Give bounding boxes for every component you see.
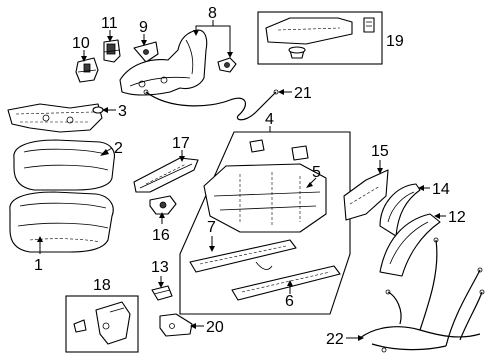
callout-10: 10 (72, 35, 90, 52)
part-3-wire-frame (7, 103, 104, 133)
part-8-frame-cover (119, 29, 237, 96)
part-1-cushion-cover (9, 191, 114, 253)
callout-7: 7 (207, 219, 216, 236)
part-17-side-cover (133, 157, 199, 193)
part-15-shield (343, 169, 389, 221)
part-12-shield (379, 213, 441, 277)
callout-labels: 1 2 3 4 5 6 7 8 9 10 11 12 13 14 15 16 1… (34, 5, 466, 348)
callout-18: 18 (93, 277, 111, 294)
callout-14: 14 (432, 181, 450, 198)
callout-17: 17 (172, 135, 190, 152)
callout-19: 19 (386, 33, 404, 50)
callout-4: 4 (265, 111, 274, 128)
callout-5: 5 (312, 164, 321, 181)
callout-1: 1 (34, 257, 43, 274)
part-13-clip (151, 285, 173, 301)
part-10-bracket (75, 57, 99, 83)
part-22-wire-harness (359, 237, 485, 353)
callout-8: 8 (208, 5, 217, 22)
callout-22: 22 (326, 331, 344, 348)
part-21-cable (143, 89, 279, 121)
part-14-side-shield (379, 183, 421, 237)
part-4-adjuster-box (179, 131, 351, 315)
callout-16: 16 (152, 227, 170, 244)
part-16-latch (149, 195, 177, 215)
callout-20: 20 (206, 319, 224, 336)
part-11-clip (103, 39, 121, 63)
callout-21: 21 (294, 85, 312, 102)
leader-lines (37, 20, 446, 341)
part-9-bracket (133, 41, 159, 63)
callout-3: 3 (118, 103, 127, 120)
callout-6: 6 (285, 293, 294, 310)
callout-12: 12 (448, 209, 466, 226)
callout-2: 2 (114, 140, 123, 157)
part-18-detail-box (65, 295, 139, 353)
callout-15: 15 (371, 143, 389, 160)
part-19-detail-box (257, 11, 383, 65)
part-20-bracket (159, 313, 193, 337)
part-2-cushion-pad (13, 139, 116, 191)
callout-13: 13 (151, 259, 169, 276)
callout-11: 11 (101, 15, 118, 32)
callout-9: 9 (139, 19, 148, 36)
